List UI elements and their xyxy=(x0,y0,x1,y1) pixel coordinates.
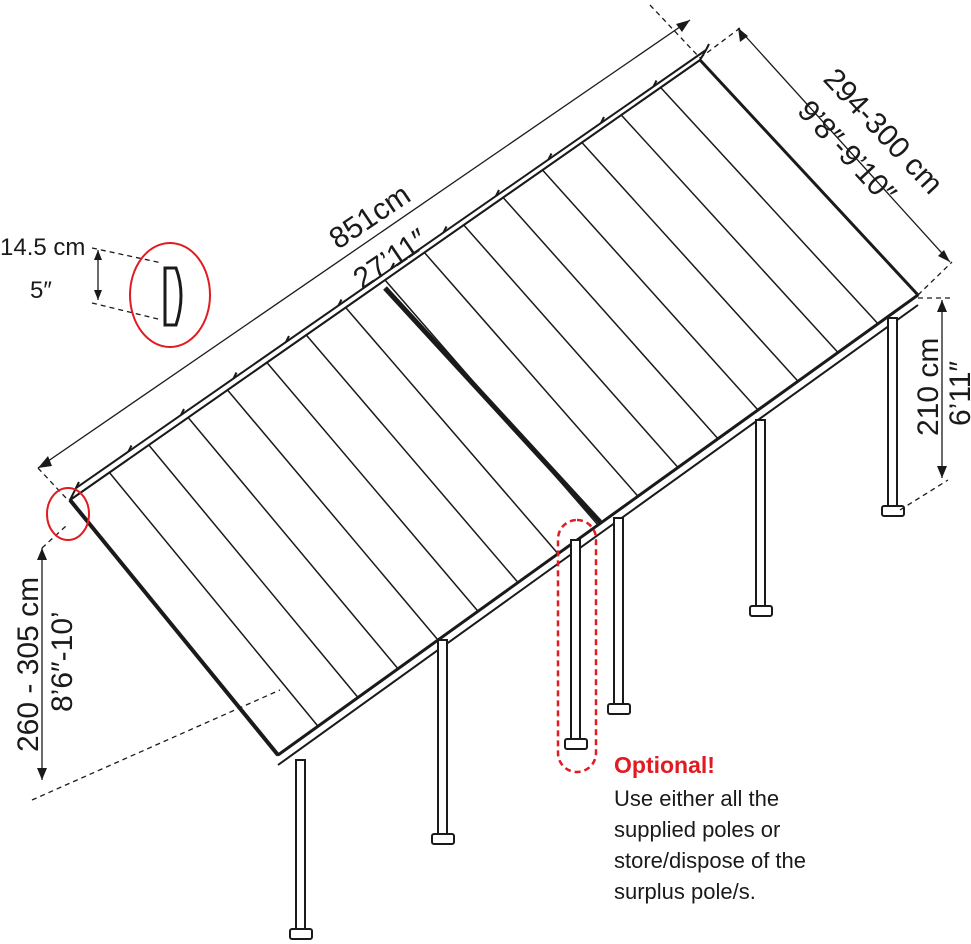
length-ext-left xyxy=(37,467,67,499)
support-post xyxy=(295,759,306,936)
gutter-profile-icon xyxy=(163,266,183,327)
wall-bracket xyxy=(600,116,605,124)
panel-divider xyxy=(226,389,439,641)
panel-divider xyxy=(423,252,639,497)
depth-ext-top xyxy=(699,27,741,59)
support-posts xyxy=(289,317,905,940)
note-title: Optional! xyxy=(614,752,715,778)
depth-dimension-line xyxy=(737,27,951,263)
center-joint-beam xyxy=(383,286,602,524)
support-post xyxy=(755,419,766,613)
panel-divider xyxy=(502,197,719,440)
rear-height-imperial-label: 6’11″ xyxy=(944,361,971,426)
gutter-ext-bottom xyxy=(91,302,163,321)
note-line: supplied poles or xyxy=(614,817,781,842)
wall-bracket xyxy=(180,408,185,416)
rear-height-ext-bottom xyxy=(899,479,949,511)
gutter-imperial-label: 5″ xyxy=(30,277,52,304)
panel-divider xyxy=(541,169,759,411)
panel-divider xyxy=(620,114,839,354)
post-base-plate xyxy=(881,505,905,517)
length-dimension-line xyxy=(37,19,691,469)
note-line: store/dispose of the xyxy=(614,848,807,873)
gutter-metric-label: 14.5 cm xyxy=(0,234,85,261)
post-base-plate xyxy=(289,928,313,940)
wall-bracket xyxy=(705,43,710,51)
wall-brackets xyxy=(75,43,710,489)
wall-bracket xyxy=(75,481,80,489)
panel-divider xyxy=(266,362,479,612)
corner-detail-circle xyxy=(46,487,90,541)
note-line: Use either all the xyxy=(614,786,780,811)
wall-bracket xyxy=(337,299,343,306)
wall-bracket xyxy=(127,445,133,452)
panel-divider xyxy=(108,472,319,727)
front-height-ext-bottom xyxy=(31,689,281,801)
panel-divider xyxy=(148,444,359,698)
roof-panel-dividers xyxy=(108,86,879,727)
front-height-imperial-label: 8’6″-10’ xyxy=(46,611,79,712)
post-base-plate xyxy=(749,605,773,617)
gutter-profile-detail xyxy=(129,242,211,348)
wall-bracket xyxy=(495,189,500,197)
optional-pole-highlight xyxy=(556,518,598,774)
wall-bracket xyxy=(232,372,238,379)
arrowheads xyxy=(37,20,950,780)
front-gutter-lower xyxy=(277,304,919,766)
support-post xyxy=(570,539,581,746)
length-ext-right xyxy=(649,4,701,59)
depth-ext-bottom xyxy=(917,261,953,296)
panel-divider xyxy=(660,86,879,325)
gutter-detail-circle xyxy=(129,242,211,348)
left-edge-beam xyxy=(68,498,280,757)
panel-divider xyxy=(463,224,679,468)
wall-bracket xyxy=(390,262,395,270)
roof xyxy=(68,49,920,766)
support-post xyxy=(437,639,448,841)
panel-divider xyxy=(384,279,599,526)
support-post xyxy=(613,517,624,711)
panel-divider xyxy=(187,417,399,670)
note-line: surplus pole/s. xyxy=(614,879,756,904)
wall-bracket xyxy=(547,153,553,160)
front-height-ext-top xyxy=(41,525,67,549)
post-base-plate xyxy=(564,738,588,750)
post-base-plate xyxy=(431,833,455,845)
panel-divider xyxy=(581,141,799,382)
front-height-metric-label: 260 - 305 cm xyxy=(12,577,45,752)
gutter-ext-top xyxy=(91,247,163,264)
panel-divider xyxy=(345,307,559,555)
wall-bracket xyxy=(442,226,448,233)
dimension-lines xyxy=(31,4,953,801)
rear-height-metric-label: 210 cm xyxy=(912,338,945,436)
wall-bracket xyxy=(652,80,658,87)
post-base-plate xyxy=(607,703,631,715)
optional-note: Optional! Use either all the supplied po… xyxy=(614,752,914,907)
wall-bracket xyxy=(285,335,290,343)
support-post xyxy=(887,317,898,513)
right-edge-beam xyxy=(698,58,920,297)
panel-divider xyxy=(305,334,519,583)
